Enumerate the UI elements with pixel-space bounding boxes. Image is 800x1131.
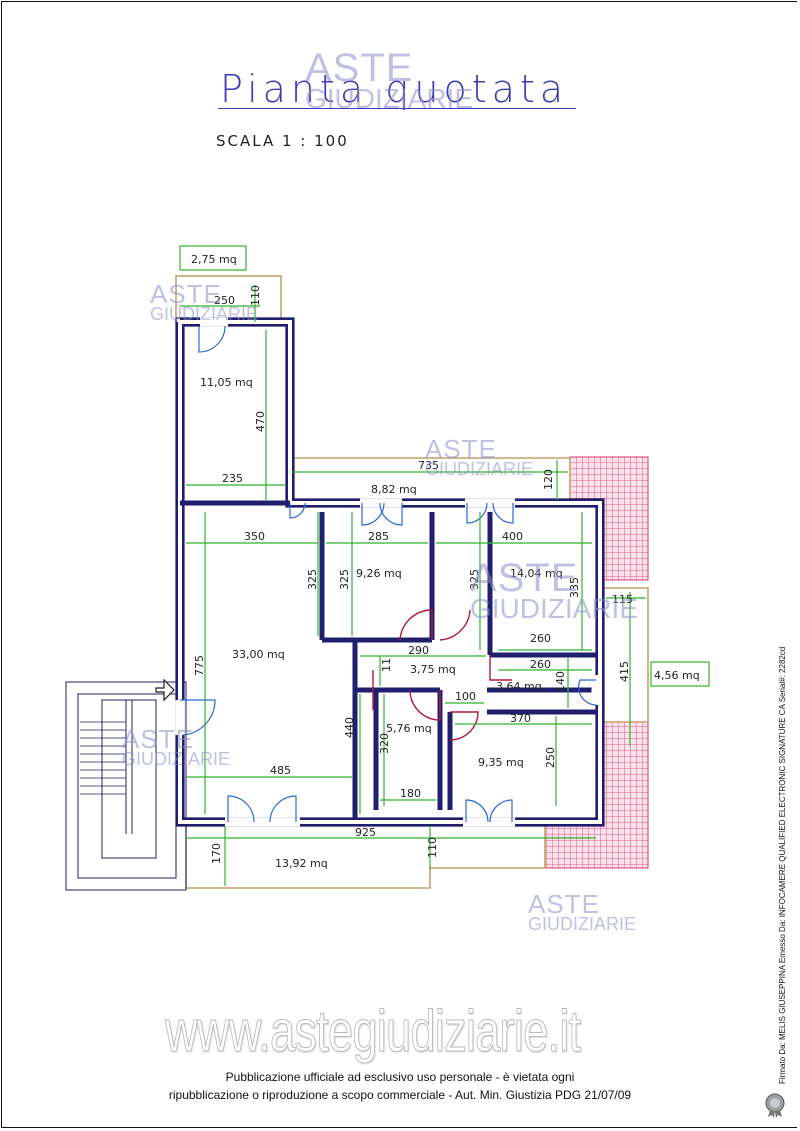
area-14-04: 14,04 mq [510, 567, 563, 580]
footer-line-1: Pubblicazione ufficiale ad esclusivo uso… [225, 1070, 575, 1084]
dim-110: 110 [249, 285, 262, 306]
plan-title: Pianta quotata [220, 67, 569, 111]
dim-100: 100 [455, 690, 476, 703]
area-9-26: 9,26 mq [356, 567, 402, 580]
dim-260a: 260 [530, 632, 551, 645]
dim-325b: 325 [338, 569, 351, 590]
dim-485: 485 [270, 764, 291, 777]
area-8-82: 8,82 mq [371, 483, 417, 496]
dim-235: 235 [222, 472, 243, 485]
area-box-2-75 [179, 245, 247, 271]
dim-350: 350 [244, 530, 265, 543]
area-4-56: 4,56 mq [654, 669, 700, 682]
dim-260b: 260 [530, 658, 551, 671]
area-2-75: 2,75 mq [191, 253, 237, 266]
doors-red [372, 609, 512, 741]
dim-470: 470 [254, 411, 267, 432]
area-3-75: 3,75 mq [410, 663, 456, 676]
area-33-00: 33,00 mq [232, 648, 285, 661]
dim-325a: 325 [306, 569, 319, 590]
entrance-arrow-icon [155, 678, 175, 702]
dim-320: 320 [378, 733, 391, 754]
dim-370: 370 [510, 712, 531, 725]
walls-inner-outline [178, 320, 602, 824]
walls-thin [175, 317, 605, 827]
dim-415: 415 [618, 661, 631, 682]
dim-440: 440 [343, 717, 356, 738]
dim-170: 170 [210, 843, 223, 864]
area-labels: 2,75 mq 11,05 mq 8,82 mq 9,26 mq 14,04 m… [179, 245, 710, 870]
digital-signature-text: Firmato Da: MELIS GIUSEPPINA Emesso Da: … [778, 646, 787, 1084]
dim-325c: 325 [468, 569, 481, 590]
dim-335: 335 [568, 577, 581, 598]
dim-925: 925 [355, 826, 376, 839]
scale-label: SCALA 1 : 100 [216, 132, 349, 150]
dimension-labels: 250 110 470 235 735 120 350 285 400 325 … [193, 285, 633, 864]
area-9-35: 9,35 mq [478, 756, 524, 769]
dimension-lines [180, 285, 646, 886]
stair-treads [80, 721, 126, 795]
dim-120: 120 [542, 469, 555, 490]
dim-110b: 110 [426, 837, 439, 858]
dim-400: 400 [502, 530, 523, 543]
area-11-05: 11,05 mq [200, 376, 253, 389]
dim-285: 285 [368, 530, 389, 543]
seal-icon [765, 1093, 785, 1118]
title-underline [218, 108, 576, 109]
dim-290: 290 [408, 644, 429, 657]
dim-180: 180 [400, 787, 421, 800]
area-box-4-56 [650, 661, 710, 687]
dim-140: 140 [554, 671, 567, 692]
footer-line-2: ripubblicazione o riproduzione a scopo c… [168, 1088, 632, 1102]
website-watermark: www.astegiudiziarie.it [165, 999, 582, 1065]
dim-735: 735 [418, 459, 439, 472]
area-3-64: 3,64 mq [496, 680, 542, 693]
area-13-92: 13,92 mq [275, 857, 328, 870]
partitions [180, 500, 596, 818]
area-5-76: 5,76 mq [386, 722, 432, 735]
dim-250: 250 [214, 294, 235, 307]
dim-115: 115 [612, 593, 633, 606]
dim-775: 775 [193, 655, 206, 676]
dim-250b: 250 [544, 747, 557, 768]
dim-11: 11 [380, 658, 393, 672]
